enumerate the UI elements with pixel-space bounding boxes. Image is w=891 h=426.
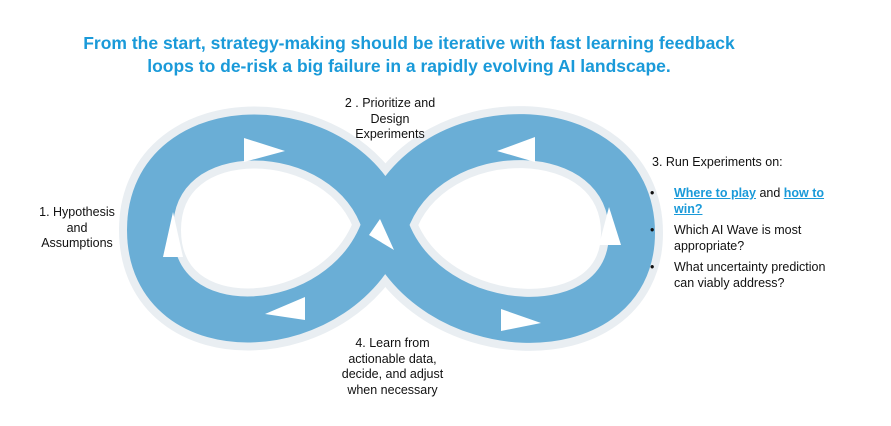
arrow-left	[163, 212, 183, 257]
arrow-center	[369, 219, 394, 250]
step-2-prioritize-label: 2 . Prioritize and Design Experiments	[320, 96, 460, 143]
bullet-dot: •	[650, 186, 655, 200]
step-1-line-2: and	[66, 220, 88, 235]
loop-band	[127, 114, 655, 343]
step-4-line-2: actionable data,	[348, 351, 437, 366]
headline-line-2: loops to de-risk a big failure in a rapi…	[147, 56, 671, 76]
step-1-line-3: Assumptions	[41, 236, 113, 250]
bullet-2-line-2: appropriate?	[674, 238, 745, 253]
step-1-line-1: 1. Hypothesis	[39, 205, 115, 219]
step-3-title: 3. Run Experiments on:	[652, 155, 783, 169]
step-2-line-3: Experiments	[355, 127, 425, 141]
arrow-top-right	[497, 137, 535, 162]
where-to-play-link[interactable]: Where to play	[674, 186, 756, 200]
step-2-line-1: 2 . Prioritize and	[344, 96, 436, 110]
headline-line-1: From the start, strategy-making should b…	[83, 33, 735, 53]
bullet-dot: •	[650, 223, 655, 237]
arrow-right	[599, 207, 621, 245]
bullet-3-line-2: can viably address?	[674, 275, 785, 290]
step-4-line-4: when necessary	[347, 382, 438, 397]
bullet-2-line-1: Which AI Wave is most	[674, 223, 802, 237]
how-to-win-link[interactable]: how to	[783, 186, 825, 200]
arrow-bottom-right	[501, 309, 541, 331]
step-4-line-3: decide, and adjust	[341, 367, 444, 381]
bullet-3-line-1: What uncertainty prediction	[674, 260, 826, 274]
bullet-dot: •	[650, 260, 655, 274]
bullet-item-ai-wave: • Which AI Wave is most appropriate?	[646, 223, 846, 254]
step-2-line-2: Design	[370, 111, 410, 126]
bullet-item-where-to-play: • Where to play and how to win?	[646, 186, 846, 217]
step-4-line-1: 4. Learn from	[355, 336, 430, 350]
step-3-bullet-list: • Where to play and how to win? • Which A…	[646, 186, 846, 297]
bullet-item-uncertainty: • What uncertainty prediction can viably…	[646, 260, 846, 291]
arrow-top-left	[244, 138, 285, 162]
bullet-1-connector: and	[755, 186, 784, 200]
headline: From the start, strategy-making should b…	[0, 32, 818, 78]
step-1-hypothesis-label: 1. Hypothesis and Assumptions	[22, 205, 132, 252]
step-4-learn-label: 4. Learn from actionable data, decide, a…	[320, 336, 465, 398]
how-to-win-link-cont[interactable]: win?	[674, 201, 703, 216]
arrow-bottom-left	[265, 297, 305, 320]
